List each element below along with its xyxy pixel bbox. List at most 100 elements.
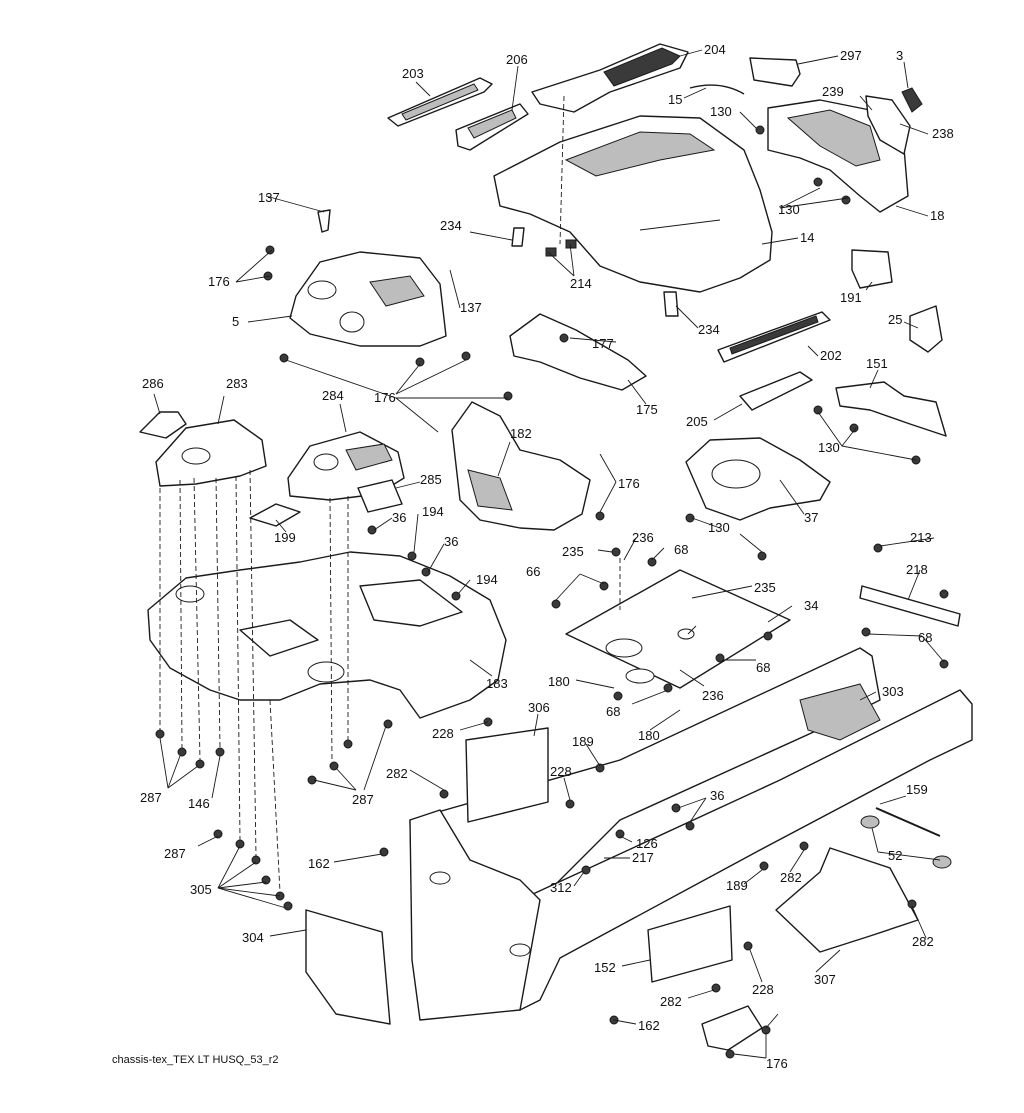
callout-label: 189 xyxy=(572,734,594,749)
part-14-hood xyxy=(493,115,773,293)
callout-label: 287 xyxy=(140,790,162,805)
callout-label: 282 xyxy=(386,766,408,781)
part-214-nut xyxy=(545,239,577,257)
callout-label: 217 xyxy=(632,850,654,865)
callout-label: 152 xyxy=(594,960,616,975)
callout-label: 182 xyxy=(510,426,532,441)
part-199-plate xyxy=(249,503,301,527)
callout-label: 283 xyxy=(226,376,248,391)
callout-label: 176 xyxy=(374,390,396,405)
callout-label: 205 xyxy=(686,414,708,429)
drawing-reference: chassis-tex_TEX LT HUSQ_53_r2 xyxy=(112,1054,279,1066)
callout-label: 68 xyxy=(606,704,620,719)
part-203-grille-strip xyxy=(387,77,493,127)
callout-label: 204 xyxy=(704,42,726,57)
callout-label: 306 xyxy=(528,700,550,715)
part-286-cap xyxy=(139,411,187,439)
part-217-rod xyxy=(875,807,941,837)
callout-label: 202 xyxy=(820,348,842,363)
callout-label: 130 xyxy=(710,104,732,119)
callout-label: 183 xyxy=(486,676,508,691)
part-303-plate xyxy=(465,727,549,823)
callout-label: 15 xyxy=(668,92,682,107)
callout-label: 284 xyxy=(322,388,344,403)
part-18-front-grille-housing xyxy=(767,99,909,213)
callout-label: 206 xyxy=(506,52,528,67)
callout-label: 137 xyxy=(258,190,280,205)
part-15-rod xyxy=(689,84,745,95)
callout-label: 25 xyxy=(888,312,902,327)
callout-labels: 203 206 204 297 3 15 130 239 238 137 130… xyxy=(140,42,954,1071)
part-34-plate xyxy=(565,569,791,689)
part-206-bracket xyxy=(455,103,529,151)
callout-label: 130 xyxy=(708,520,730,535)
part-182-dash-shroud xyxy=(451,401,591,531)
callout-label: 18 xyxy=(930,208,944,223)
callout-label: 176 xyxy=(618,476,640,491)
part-285-insert xyxy=(357,479,403,513)
callout-label: 68 xyxy=(674,542,688,557)
callout-label: 177 xyxy=(592,336,614,351)
callout-label: 36 xyxy=(444,534,458,549)
part-238-badge xyxy=(865,95,911,155)
part-5-dash-panel xyxy=(289,251,447,347)
leader-lines xyxy=(153,49,945,1059)
callout-label: 304 xyxy=(242,930,264,945)
callout-label: 176 xyxy=(208,274,230,289)
callout-label: 282 xyxy=(780,870,802,885)
callout-label: 303 xyxy=(882,684,904,699)
callout-label: 199 xyxy=(274,530,296,545)
callout-label: 68 xyxy=(756,660,770,675)
part-312-panel xyxy=(305,909,391,1025)
callout-label: 285 xyxy=(420,472,442,487)
part-202-strip xyxy=(717,311,831,363)
callout-label: 305 xyxy=(190,882,212,897)
callout-label: 194 xyxy=(476,572,498,587)
callout-label: 189 xyxy=(726,878,748,893)
callout-label: 228 xyxy=(432,726,454,741)
callout-label: 235 xyxy=(754,580,776,595)
callout-label: 228 xyxy=(752,982,774,997)
part-151-bracket xyxy=(835,381,947,437)
callout-label: 214 xyxy=(570,276,592,291)
part-137-bolt xyxy=(317,209,331,233)
part-283-console xyxy=(155,419,267,487)
callout-label: 282 xyxy=(912,934,934,949)
callout-label: 130 xyxy=(818,440,840,455)
callout-label: 14 xyxy=(800,230,814,245)
callout-label: 228 xyxy=(550,764,572,779)
callout-label: 126 xyxy=(636,836,658,851)
callout-label: 37 xyxy=(804,510,818,525)
fasteners xyxy=(155,125,949,1059)
part-175-bracket xyxy=(509,313,647,391)
callout-label: 236 xyxy=(632,530,654,545)
callout-label: 236 xyxy=(702,688,724,703)
callout-label: 234 xyxy=(698,322,720,337)
callout-label: 162 xyxy=(308,856,330,871)
callout-label: 68 xyxy=(918,630,932,645)
part-3-emblem xyxy=(901,87,923,113)
callout-label: 151 xyxy=(866,356,888,371)
callout-label: 137 xyxy=(460,300,482,315)
callout-label: 282 xyxy=(660,994,682,1009)
callout-label: 5 xyxy=(232,314,239,329)
callout-label: 176 xyxy=(766,1056,788,1071)
part-25-clip xyxy=(909,305,943,353)
callout-label: 52 xyxy=(888,848,902,863)
part-234-clip xyxy=(511,227,679,317)
part-205-insert xyxy=(739,371,813,411)
part-191-pad xyxy=(851,249,893,289)
callout-label: 162 xyxy=(638,1018,660,1033)
callout-label: 307 xyxy=(814,972,836,987)
callout-label: 34 xyxy=(804,598,818,613)
callout-label: 175 xyxy=(636,402,658,417)
callout-label: 312 xyxy=(550,880,572,895)
part-204-headlight-panel xyxy=(531,43,689,113)
callout-label: 235 xyxy=(562,544,584,559)
callout-label: 146 xyxy=(188,796,210,811)
callout-label: 234 xyxy=(440,218,462,233)
part-52-bushing xyxy=(860,815,952,869)
callout-label: 286 xyxy=(142,376,164,391)
callout-label: 218 xyxy=(906,562,928,577)
